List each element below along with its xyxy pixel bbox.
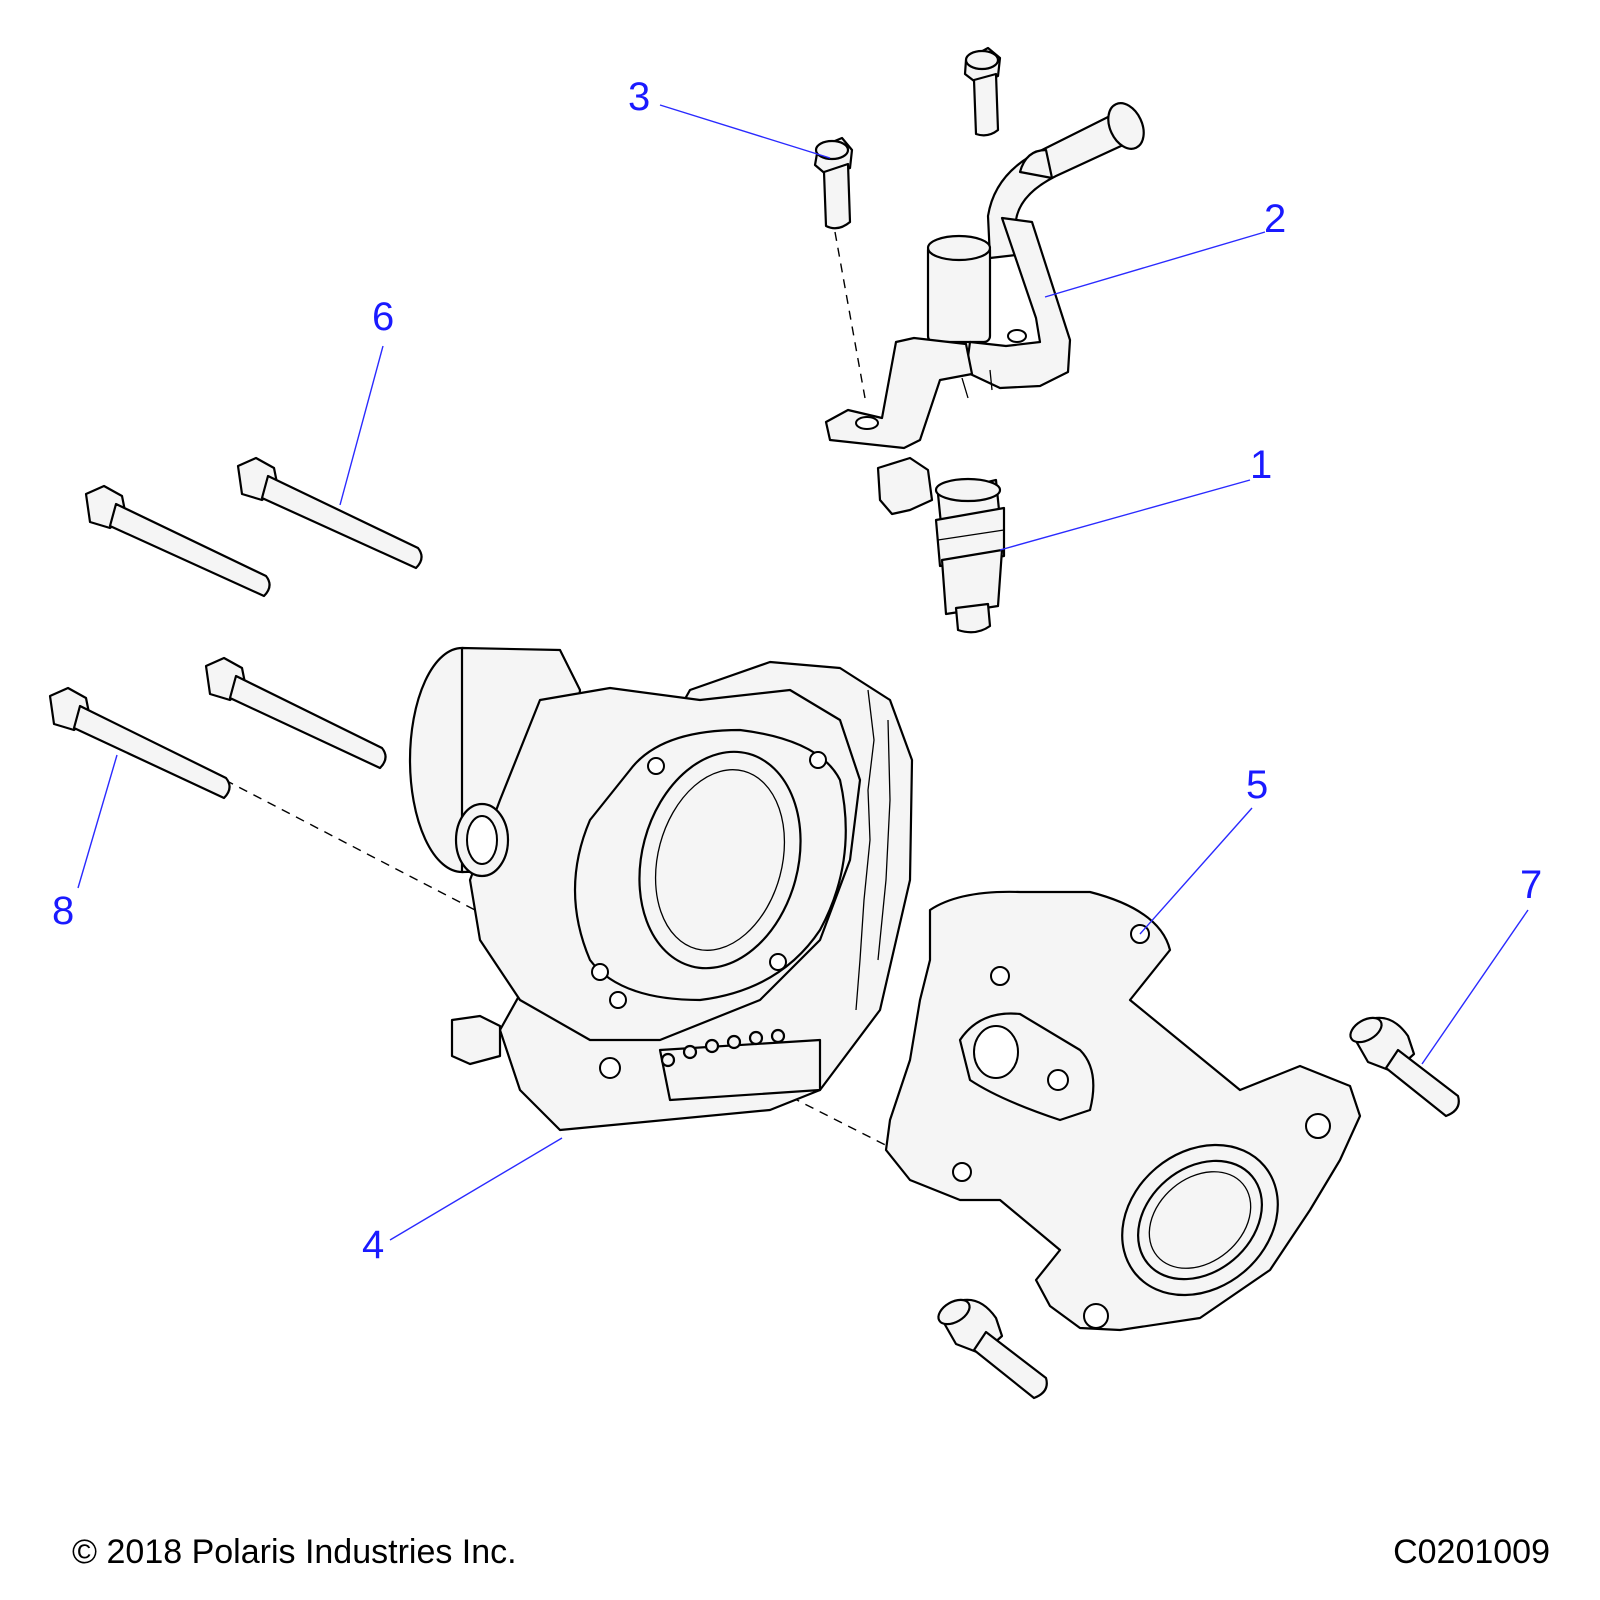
callout-8[interactable]: 8: [52, 889, 74, 933]
leader-line-7: [1421, 909, 1529, 1065]
drawing-code: C0201009: [1393, 1533, 1550, 1571]
callout-2[interactable]: 2: [1264, 197, 1286, 241]
part-8-bolt-lower[interactable]: [48, 686, 231, 800]
leader-line-6: [339, 345, 384, 506]
part-6-bolt-upper[interactable]: [236, 456, 423, 570]
part-5-intake-adapter[interactable]: [884, 890, 1362, 1332]
part-6-bolt-lower[interactable]: [84, 484, 271, 598]
part-7-screw-upper[interactable]: [1346, 1013, 1460, 1118]
callout-3[interactable]: 3: [628, 75, 650, 119]
connector-pins: [660, 1028, 786, 1068]
top-bolt[interactable]: [963, 46, 1002, 137]
part-1-fuel-injector[interactable]: [876, 456, 1006, 634]
part-7-screw-lower[interactable]: [934, 1295, 1048, 1400]
part-8-bolt-upper[interactable]: [204, 656, 387, 770]
copyright-notice: © 2018 Polaris Industries Inc.: [72, 1533, 517, 1571]
part-3-bolt[interactable]: [813, 136, 854, 230]
callout-7[interactable]: 7: [1520, 863, 1542, 907]
leader-line-8: [77, 754, 118, 889]
leader-line-1: [999, 479, 1251, 551]
leader-line-5: [1139, 807, 1253, 935]
callout-6[interactable]: 6: [372, 295, 394, 339]
leader-line-2: [1044, 231, 1266, 298]
leader-line-4: [389, 1137, 563, 1241]
assembly-line-bolt-to-rail: [834, 231, 866, 399]
part-2-fuel-rail[interactable]: [824, 97, 1151, 450]
callout-4[interactable]: 4: [362, 1223, 384, 1267]
callout-5[interactable]: 5: [1246, 763, 1268, 807]
leader-line-3: [659, 104, 831, 159]
callout-1[interactable]: 1: [1250, 443, 1272, 487]
part-4-throttle-body[interactable]: [408, 646, 914, 1132]
